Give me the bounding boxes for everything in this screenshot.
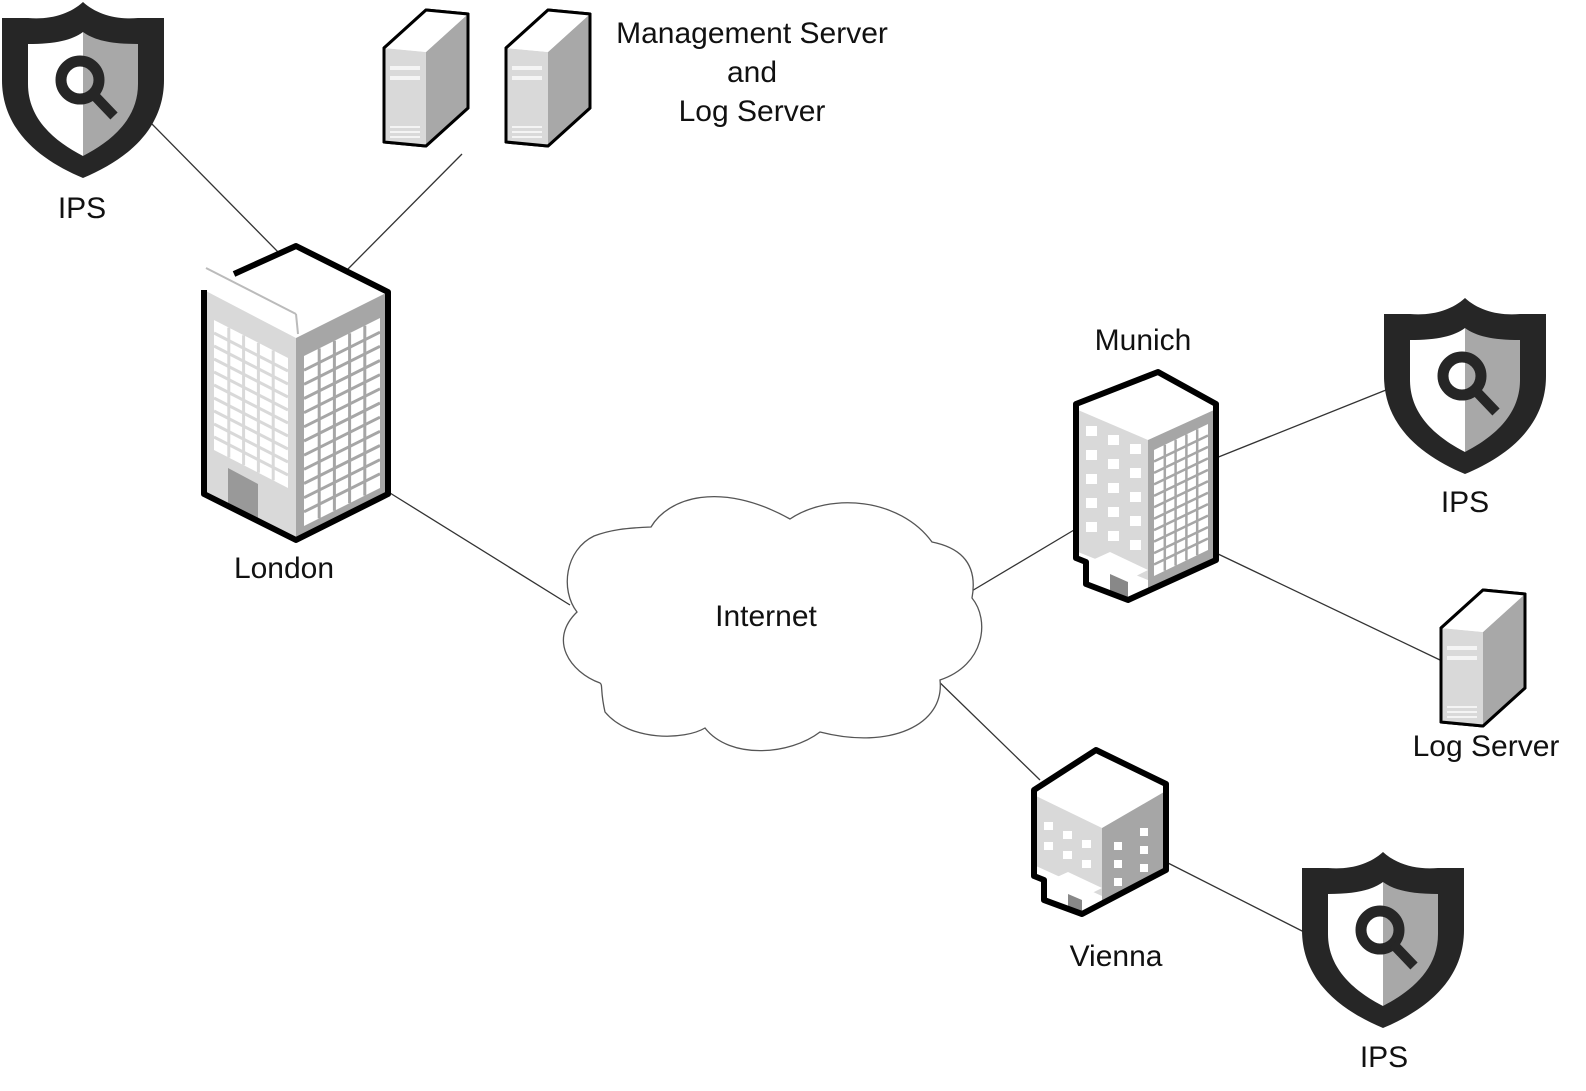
window-grid-line <box>303 330 381 372</box>
window-grid-line <box>1153 525 1209 555</box>
window-grid-line <box>303 429 381 471</box>
window <box>1130 540 1141 550</box>
window-grid-line <box>303 373 381 415</box>
site-london[interactable]: London <box>201 243 391 585</box>
window <box>1086 474 1097 484</box>
mgmt-label-line-1: Management Server <box>616 17 888 50</box>
ips-vienna-label: IPS <box>1360 1041 1408 1074</box>
ips-munich-label: IPS <box>1441 486 1489 519</box>
window-grid-line <box>213 383 289 425</box>
internet-cloud[interactable]: Internet <box>562 496 983 752</box>
office-tower-icon <box>201 243 391 543</box>
ips-london[interactable]: IPS <box>2 2 164 225</box>
window <box>1130 468 1141 478</box>
window-grid-line <box>303 387 381 429</box>
window-grid-line <box>303 415 381 457</box>
link-internet-vienna <box>931 674 1041 781</box>
window-grid-line <box>303 472 381 514</box>
server-tower-icon <box>382 8 470 148</box>
link-vienna-ips <box>1165 861 1311 936</box>
link-munich-ips <box>1215 389 1387 459</box>
window-grid-line <box>213 435 289 477</box>
window <box>1108 459 1119 469</box>
window-grid-line <box>213 409 289 451</box>
log-server-munich[interactable]: Log Server <box>1413 588 1560 763</box>
window-grid-line <box>1153 503 1209 532</box>
window-grid-line <box>1153 537 1209 566</box>
link-london-internet <box>389 492 571 606</box>
shield-search-icon <box>2 2 164 178</box>
window-grid-line <box>303 401 381 443</box>
window-grid-line <box>1153 468 1209 497</box>
window <box>1086 498 1097 508</box>
window-grid-line <box>303 458 381 500</box>
internet-label: Internet <box>715 600 817 633</box>
cloud-icon <box>562 496 983 752</box>
shield-search-icon <box>1302 852 1464 1028</box>
small-office-icon <box>1031 747 1169 917</box>
window-grid-line <box>213 344 289 386</box>
ips-vienna[interactable]: IPS <box>1302 852 1464 1074</box>
window-grid-line <box>303 444 381 485</box>
mgmt-label-line-3: Log Server <box>679 95 826 128</box>
management-servers[interactable]: Management Server and Log Server <box>382 8 888 148</box>
window-grid-line <box>213 422 289 464</box>
connectors <box>149 121 1441 936</box>
munich-label: Munich <box>1095 324 1192 357</box>
window <box>1108 435 1119 445</box>
window-grid-line <box>1153 480 1209 509</box>
log-server-label: Log Server <box>1413 730 1560 763</box>
window-grid-line <box>213 357 289 399</box>
window <box>1086 426 1097 436</box>
vienna-label: Vienna <box>1070 940 1163 973</box>
london-label: London <box>234 552 334 585</box>
window <box>1130 492 1141 502</box>
window <box>1130 444 1141 454</box>
window <box>1108 507 1119 517</box>
window-grid-line <box>1153 514 1209 543</box>
window-grid-line <box>1153 491 1209 520</box>
window-grid-line <box>1153 434 1209 463</box>
link-internet-munich <box>959 529 1075 599</box>
link-ips-london <box>149 121 283 257</box>
ips-munich[interactable]: IPS <box>1384 298 1546 519</box>
window-grid-line <box>213 331 289 373</box>
window <box>1108 483 1119 493</box>
window <box>1086 450 1097 460</box>
server-tower-icon <box>504 8 592 148</box>
window-grid-line <box>213 370 289 412</box>
window-grid-line <box>303 359 381 400</box>
server-tower-icon <box>1439 588 1527 728</box>
ips-london-label: IPS <box>58 192 106 225</box>
window <box>1108 531 1119 541</box>
window-grid-line <box>303 344 381 386</box>
shield-search-icon <box>1384 298 1546 474</box>
site-munich[interactable]: Munich <box>1073 324 1219 603</box>
link-mgmt-london <box>344 153 463 273</box>
site-vienna[interactable]: Vienna <box>1031 747 1169 973</box>
window-grid-line <box>213 396 289 438</box>
mgmt-label-line-2: and <box>727 56 777 89</box>
link-munich-logserver <box>1215 552 1441 661</box>
window-grid-line <box>1153 445 1209 475</box>
window-grid-line <box>1153 457 1209 486</box>
office-building-icon <box>1073 369 1219 603</box>
window <box>1130 516 1141 526</box>
window <box>1086 522 1097 532</box>
